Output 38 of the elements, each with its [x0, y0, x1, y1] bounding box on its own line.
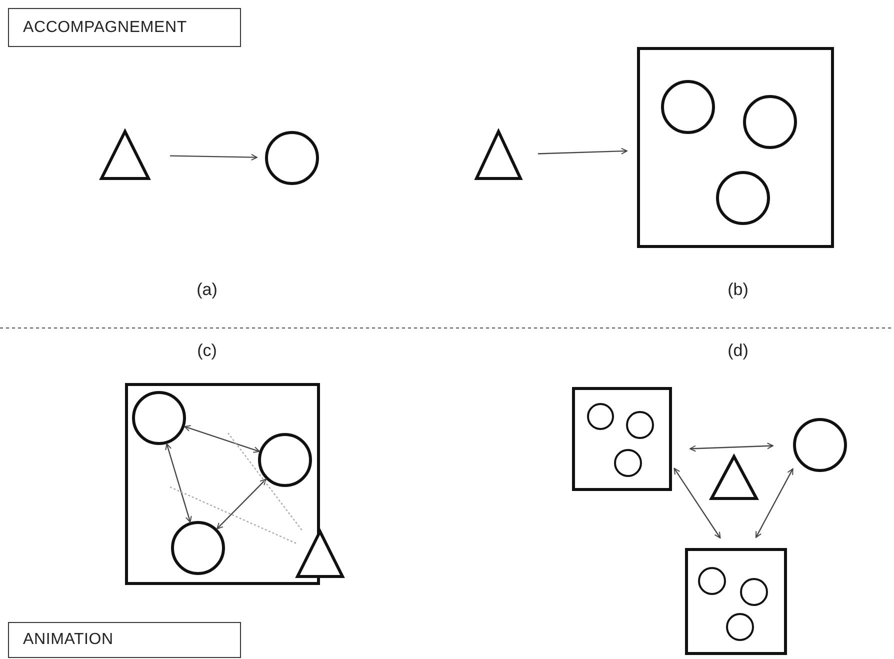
square-frame	[637, 47, 834, 248]
arrow	[690, 442, 774, 452]
square-frame	[125, 383, 320, 585]
circle	[743, 95, 797, 149]
circle	[698, 567, 726, 595]
arrow	[538, 148, 628, 154]
title-box: ANIMATION	[8, 622, 241, 658]
circle	[726, 613, 754, 641]
circle	[661, 80, 715, 134]
triangle	[710, 455, 758, 500]
circle	[716, 171, 770, 225]
circle	[258, 433, 312, 487]
arrow	[165, 443, 192, 523]
arrow	[674, 468, 721, 538]
triangle	[296, 530, 344, 578]
arrow	[184, 425, 260, 453]
panel-label: (c)	[197, 341, 217, 361]
square-frame	[685, 548, 787, 655]
circle	[740, 578, 768, 606]
panel-label: (a)	[196, 280, 218, 300]
circle	[132, 391, 186, 445]
connector-line	[228, 432, 302, 530]
circle	[587, 403, 614, 430]
arrow	[755, 468, 794, 538]
arrow	[170, 154, 258, 161]
circle	[626, 411, 654, 439]
circle	[265, 131, 319, 185]
circle	[171, 521, 225, 575]
triangle	[100, 130, 150, 180]
arrow	[216, 478, 266, 530]
triangle	[475, 130, 522, 180]
title-box: ACCOMPAGNEMENT	[8, 8, 241, 47]
circle	[793, 418, 847, 472]
panel-label: (b)	[728, 280, 748, 300]
square-frame	[572, 387, 672, 491]
connector-line	[170, 486, 296, 544]
panel-label: (d)	[728, 341, 748, 361]
circle	[614, 449, 642, 477]
